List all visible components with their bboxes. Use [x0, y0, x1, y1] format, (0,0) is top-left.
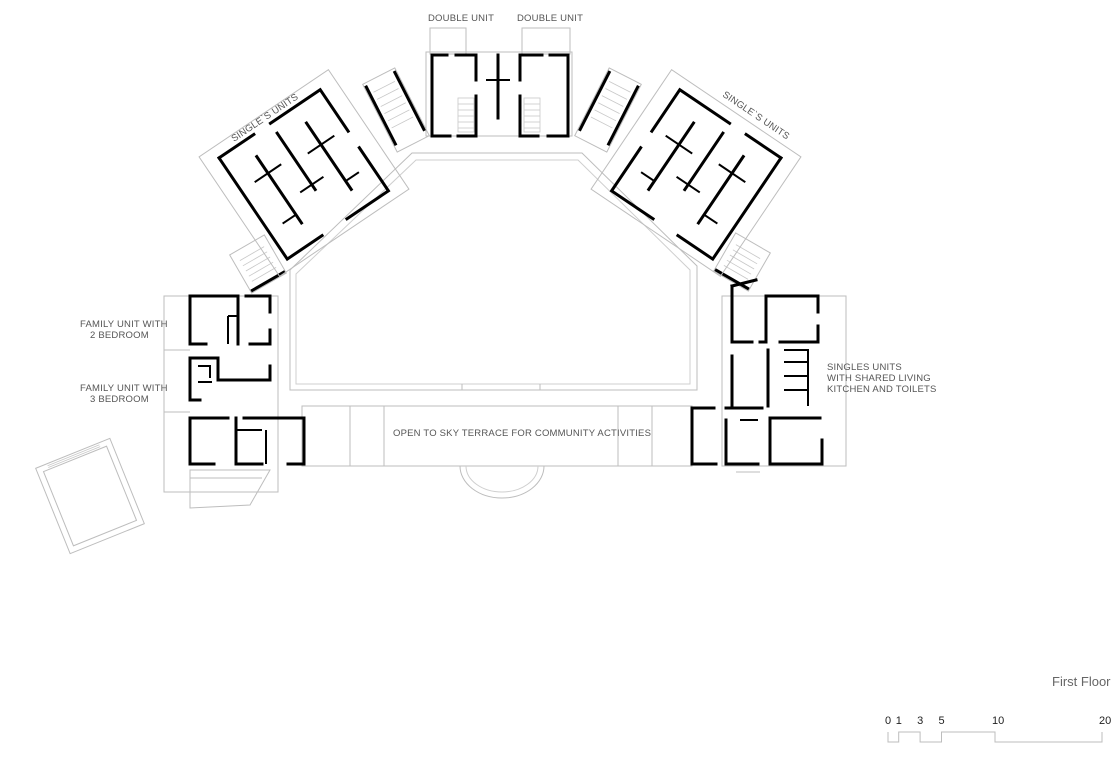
stair-double-right — [523, 97, 541, 133]
scale-tick-label: 10 — [992, 715, 1004, 727]
stair-double-left — [457, 97, 475, 133]
label-singles-shared-line2: WITH SHARED LIVING — [827, 373, 931, 384]
label-singles-left: SINGLE`S UNITS — [230, 92, 301, 145]
scale-tick-label: 0 — [885, 715, 891, 727]
scale-bar-line — [887, 731, 1103, 743]
scale-tick-label: 5 — [939, 715, 945, 727]
singles-wing-left — [198, 68, 410, 278]
shared-singles-right — [690, 278, 847, 473]
plan-labels: DOUBLE UNIT DOUBLE UNIT SINGLE`S UNITS S… — [80, 13, 1111, 689]
terrace-band — [301, 405, 693, 499]
stair-core-top-right — [574, 67, 642, 153]
label-double-unit-left: DOUBLE UNIT — [428, 13, 494, 24]
label-singles-shared-line1: SINGLES UNITS — [827, 362, 902, 373]
singles-wing-right — [590, 68, 802, 278]
floor-title: First Floor — [1052, 674, 1111, 689]
label-family-2-line1: FAMILY UNIT WITH — [80, 319, 168, 330]
double-units-block — [425, 27, 573, 138]
label-singles-right: SINGLE`S UNITS — [720, 89, 791, 142]
label-family-3-line2: 3 BEDROOM — [90, 394, 149, 405]
scale-tick-label: 3 — [917, 715, 923, 727]
scale-tick-label: 1 — [896, 715, 902, 727]
family-units-left — [163, 294, 306, 509]
central-courtyard — [289, 152, 698, 391]
label-terrace: OPEN TO SKY TERRACE FOR COMMUNITY ACTIVI… — [393, 428, 651, 439]
label-family-2-line2: 2 BEDROOM — [90, 330, 149, 341]
label-double-unit-right: DOUBLE UNIT — [517, 13, 583, 24]
label-family-3-line1: FAMILY UNIT WITH — [80, 383, 168, 394]
detached-structure — [35, 437, 145, 555]
label-singles-shared-line3: KITCHEN AND TOILETS — [827, 384, 937, 395]
scale-tick-label: 20 — [1099, 715, 1111, 727]
stair-core-top-left — [362, 67, 430, 153]
